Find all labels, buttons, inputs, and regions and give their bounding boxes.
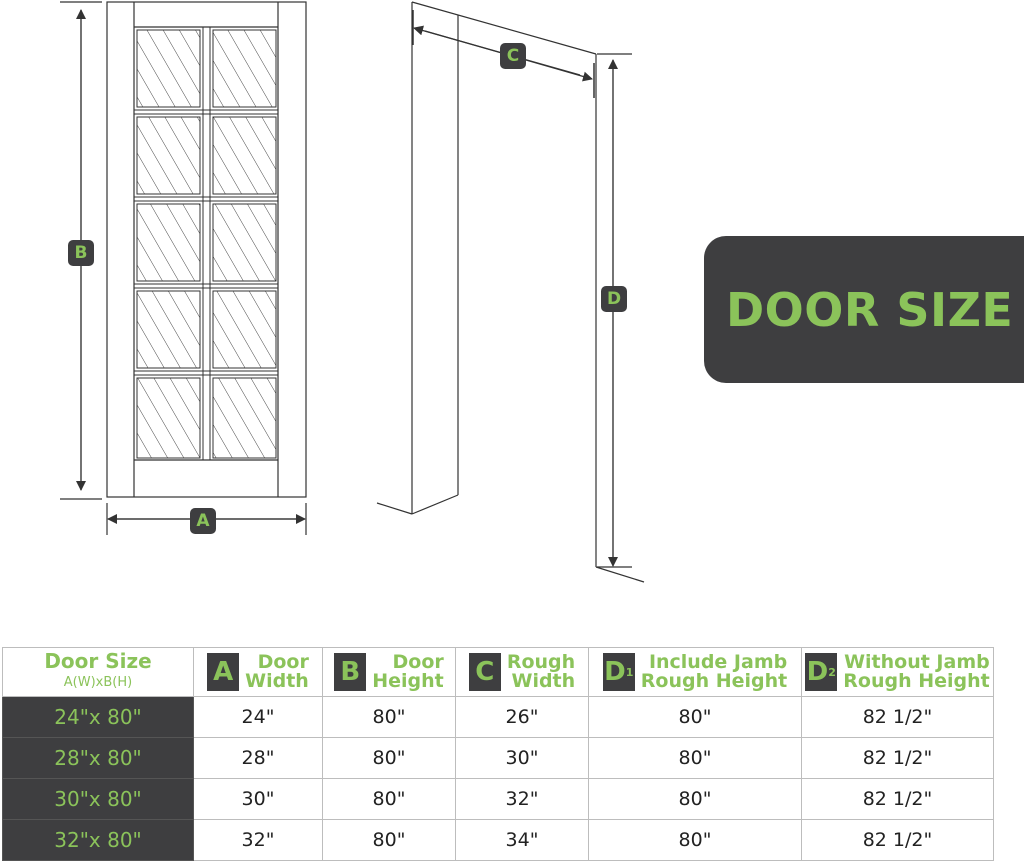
door-panel xyxy=(106,1,307,498)
cell-door-width: 24" xyxy=(193,696,323,738)
cell-door-size: 28"x 80" xyxy=(2,737,194,779)
cell-include-jamb: 80" xyxy=(588,778,802,820)
banner-title: DOOR SIZE xyxy=(726,282,1014,337)
door-diagram: B A C D xyxy=(60,1,645,583)
cell-rough-width: 32" xyxy=(455,778,589,820)
cell-door-width: 28" xyxy=(193,737,323,779)
cell-rough-width: 26" xyxy=(455,696,589,738)
cell-without-jamb: 82 1/2" xyxy=(801,696,994,738)
cell-door-height: 80" xyxy=(322,737,456,779)
table-row: 32"x 80" 32" 80" 34" 80" 82 1/2" xyxy=(2,819,994,861)
door-jamb xyxy=(376,1,645,583)
cell-include-jamb: 80" xyxy=(588,819,802,861)
cell-door-width: 32" xyxy=(193,819,323,861)
cell-without-jamb: 82 1/2" xyxy=(801,778,994,820)
cell-without-jamb: 82 1/2" xyxy=(801,737,994,779)
cell-rough-width: 30" xyxy=(455,737,589,779)
door-drawing xyxy=(60,1,645,583)
cell-include-jamb: 80" xyxy=(588,737,802,779)
glass-panes xyxy=(134,27,278,460)
table-row: 24"x 80" 24" 80" 26" 80" 82 1/2" xyxy=(2,696,994,738)
cell-door-size: 30"x 80" xyxy=(2,778,194,820)
dimension-tag-b: B xyxy=(68,240,94,266)
cell-door-width: 30" xyxy=(193,778,323,820)
door-size-banner: DOOR SIZE xyxy=(704,236,1024,383)
letter-icon-a: A xyxy=(207,653,240,691)
cell-door-height: 80" xyxy=(322,696,456,738)
letter-icon-b: B xyxy=(334,653,367,691)
dimension-tag-a: A xyxy=(190,508,216,534)
dimension-tag-c: C xyxy=(500,43,526,69)
cell-include-jamb: 80" xyxy=(588,696,802,738)
cell-door-height: 80" xyxy=(322,778,456,820)
letter-icon-c: C xyxy=(468,653,501,691)
cell-door-height: 80" xyxy=(322,819,456,861)
cell-door-size: 24"x 80" xyxy=(2,696,194,738)
cell-without-jamb: 82 1/2" xyxy=(801,819,994,861)
cell-rough-width: 34" xyxy=(455,819,589,861)
table-row: 28"x 80" 28" 80" 30" 80" 82 1/2" xyxy=(2,737,994,779)
table-row: 30"x 80" 30" 80" 32" 80" 82 1/2" xyxy=(2,778,994,820)
header-door-size: Door Size A(W)xB(H) xyxy=(2,647,194,697)
cell-door-size: 32"x 80" xyxy=(2,819,194,861)
dimension-tag-d: D xyxy=(601,286,627,312)
